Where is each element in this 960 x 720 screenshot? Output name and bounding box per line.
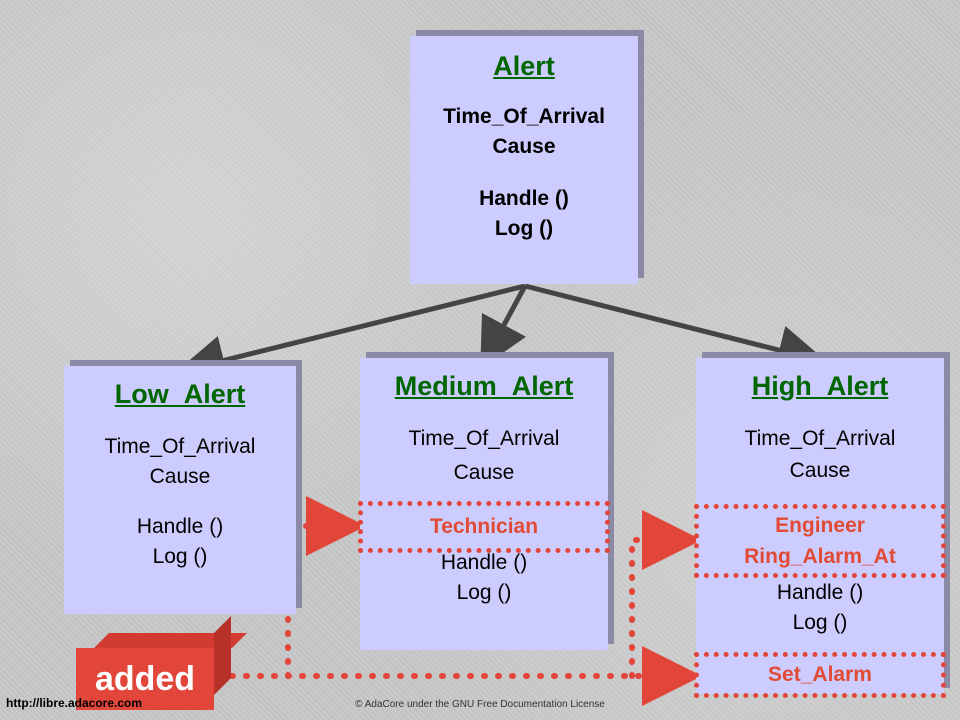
footer-license: © AdaCore under the GNU Free Documentati… <box>355 699 605 710</box>
low-alert-attr-time: Time_Of_Arrival <box>104 435 256 458</box>
alert-attr-cause: Cause <box>492 135 556 158</box>
technician-label: Technician <box>429 515 539 538</box>
low-alert-method-log: Log () <box>152 545 208 568</box>
added-callout-text: added <box>94 659 196 698</box>
alert-title: Alert <box>493 51 555 81</box>
added-field-technician: Technician <box>358 501 610 553</box>
added-callout: added <box>76 648 214 710</box>
low-alert-class-box: Low_Alert Time_Of_Arrival Cause Handle (… <box>64 366 296 614</box>
alert-method-handle: Handle () <box>479 187 569 210</box>
high-alert-class-box: High_Alert Time_Of_Arrival Cause Handle … <box>696 358 944 694</box>
arrow-to-low-alert <box>175 283 526 385</box>
high-alert-title: High_Alert <box>751 371 889 401</box>
low-alert-method-handle: Handle () <box>136 515 224 538</box>
arrow-to-high-alert <box>524 283 828 375</box>
high-alert-method-handle: Handle () <box>776 581 864 604</box>
high-alert-method-log: Log () <box>792 611 848 634</box>
arrow-to-medium-alert <box>480 284 528 369</box>
alert-method-log: Log () <box>494 217 554 240</box>
added-connector-to-technician <box>285 496 366 679</box>
high-alert-attr-time: Time_Of_Arrival <box>744 427 896 450</box>
engineer-label: Engineer <box>775 514 865 537</box>
added-connector-to-engineer <box>629 510 702 679</box>
added-method-set-alarm: Set_Alarm <box>694 652 946 698</box>
added-fields-engineer-ring: Engineer Ring_Alarm_At <box>694 504 946 578</box>
footer-url: http://libre.adacore.com <box>6 696 143 710</box>
low-alert-attr-cause: Cause <box>149 465 211 488</box>
medium-alert-method-log: Log () <box>456 581 512 604</box>
ring-alarm-at-label: Ring_Alarm_At <box>744 545 896 568</box>
medium-alert-title: Medium_Alert <box>394 371 574 401</box>
low-alert-title: Low_Alert <box>114 379 246 409</box>
alert-class-box: Alert Time_Of_Arrival Cause Handle () Lo… <box>410 36 638 284</box>
high-alert-attr-cause: Cause <box>789 459 851 482</box>
medium-alert-attr-cause: Cause <box>453 461 515 484</box>
set-alarm-label: Set_Alarm <box>768 663 872 686</box>
alert-attr-time: Time_Of_Arrival <box>443 105 605 128</box>
medium-alert-attr-time: Time_Of_Arrival <box>408 427 560 450</box>
medium-alert-method-handle: Handle () <box>440 551 528 574</box>
